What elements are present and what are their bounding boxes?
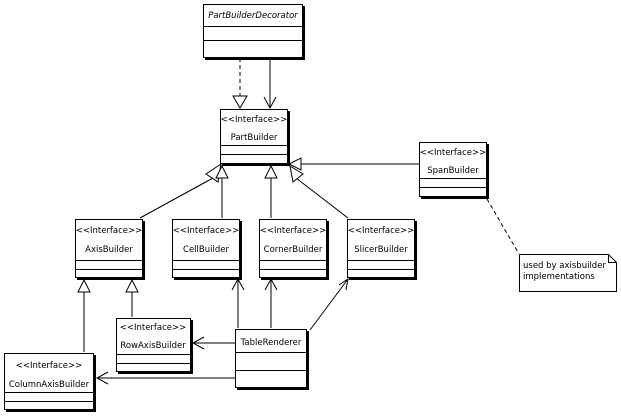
edge-axisbuilder-extends-partbuilder <box>139 162 222 219</box>
note-text-line1: used by axisbuilder <box>523 261 606 271</box>
cell-builder-stereotype: <<Interface>> <box>173 226 240 236</box>
edge-tablerenderer-uses-cellbuilder <box>231 277 245 328</box>
table-renderer-name: TableRenderer <box>240 338 302 348</box>
edge-cornerbuilder-extends-partbuilder <box>264 164 278 218</box>
column-axis-builder-stereotype: <<Interface>> <box>16 361 83 371</box>
column-axis-builder-name: ColumnAxisBuilder <box>9 380 90 390</box>
class-part-builder[interactable]: <<Interface>> PartBuilder <box>220 109 290 166</box>
edge-decorator-realizes-partbuilder <box>232 58 248 109</box>
axis-builder-stereotype: <<Interface>> <box>76 226 143 236</box>
edge-columnaxisbuilder-extends-axisbuilder <box>77 278 91 352</box>
class-column-axis-builder[interactable]: <<Interface>> ColumnAxisBuilder <box>4 353 96 412</box>
class-row-axis-builder[interactable]: <<Interface>> RowAxisBuilder <box>116 318 193 374</box>
row-axis-builder-stereotype: <<Interface>> <box>120 323 187 333</box>
span-builder-name: SpanBuilder <box>427 166 479 176</box>
part-builder-decorator-name: PartBuilderDecorator <box>208 11 298 21</box>
class-part-builder-decorator[interactable]: PartBuilderDecorator <box>203 4 305 60</box>
part-builder-stereotype: <<Interface>> <box>221 115 288 125</box>
axis-builder-name: AxisBuilder <box>85 245 133 255</box>
corner-builder-name: CornerBuilder <box>264 245 323 255</box>
class-slicer-builder[interactable]: <<Interface>> SlicerBuilder <box>347 219 417 280</box>
class-span-builder[interactable]: <<Interface>> SpanBuilder <box>419 142 489 199</box>
edge-tablerenderer-uses-rowaxisbuilder <box>191 336 235 350</box>
edge-cellbuilder-extends-partbuilder <box>215 164 229 218</box>
slicer-builder-name: SlicerBuilder <box>354 245 408 255</box>
class-cell-builder[interactable]: <<Interface>> CellBuilder <box>172 219 242 280</box>
edge-decorator-uses-partbuilder <box>263 58 277 110</box>
corner-builder-stereotype: <<Interface>> <box>260 226 327 236</box>
edge-tablerenderer-uses-cornerbuilder <box>264 277 278 328</box>
edge-rowaxisbuilder-extends-axisbuilder <box>125 278 139 317</box>
edge-tablerenderer-uses-columnaxisbuilder <box>95 371 235 385</box>
edge-tablerenderer-uses-slicerbuilder <box>309 277 349 331</box>
relationships <box>77 58 520 385</box>
span-builder-stereotype: <<Interface>> <box>420 148 487 158</box>
row-axis-builder-name: RowAxisBuilder <box>120 341 186 351</box>
note-text-line2: implementations <box>523 272 595 282</box>
class-axis-builder[interactable]: <<Interface>> AxisBuilder <box>75 219 145 280</box>
class-table-renderer[interactable]: TableRenderer <box>235 329 309 390</box>
edge-note-anchor-spanbuilder <box>486 198 520 255</box>
note-axisbuilder-implementations[interactable]: used by axisbuilder implementations <box>519 254 617 292</box>
edge-slicerbuilder-extends-partbuilder <box>289 164 349 219</box>
cell-builder-name: CellBuilder <box>183 245 229 255</box>
class-corner-builder[interactable]: <<Interface>> CornerBuilder <box>259 219 329 280</box>
part-builder-name: PartBuilder <box>231 133 278 143</box>
edge-spanbuilder-extends-partbuilder <box>287 157 419 171</box>
slicer-builder-stereotype: <<Interface>> <box>348 226 415 236</box>
